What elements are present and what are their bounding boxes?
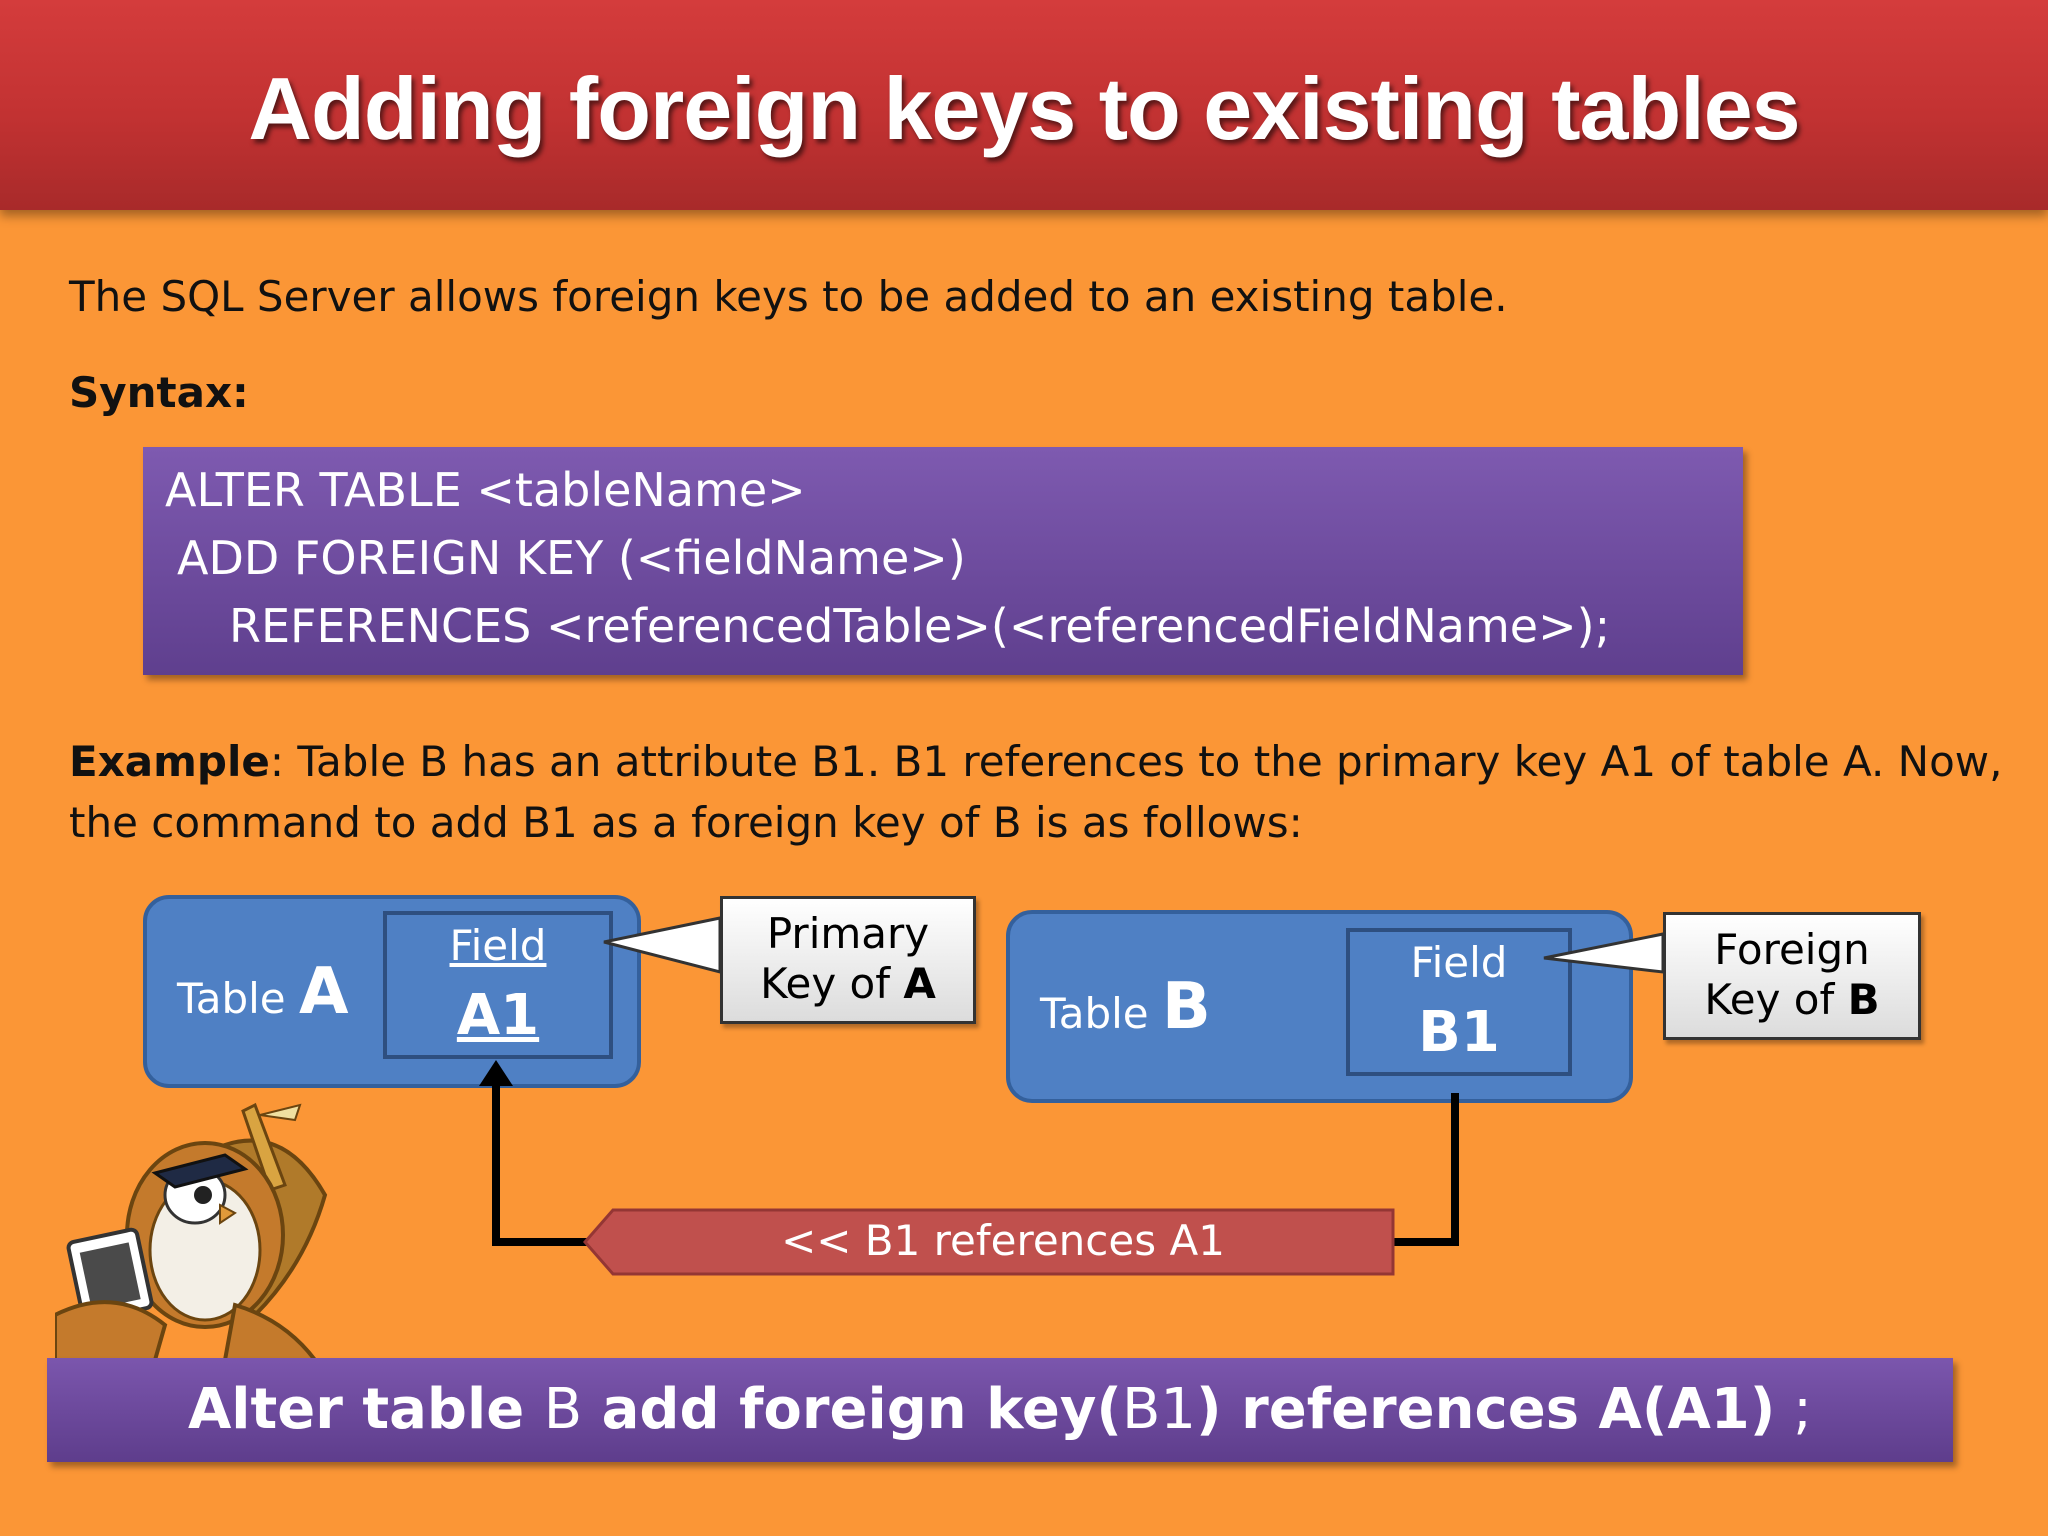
example-text-1: : Table B has an attribute B1. B1 refere…: [269, 737, 2003, 786]
command-part-1: Alter table: [187, 1377, 544, 1442]
title-bar: Adding foreign keys to existing tables: [0, 0, 2048, 210]
code-line-3: REFERENCES <referencedTable>(<referenced…: [229, 599, 1611, 653]
command-part-6: ;: [1775, 1377, 1813, 1442]
table-a-field-label: Field: [449, 921, 547, 970]
callout-b-bold: B: [1847, 975, 1880, 1024]
callout-foreign-key: Foreign Key of B: [1663, 912, 1921, 1040]
callout-a-line-2: Key of A: [723, 959, 973, 1009]
arrowhead-to-a1: [479, 1060, 513, 1086]
table-a-prefix: Table: [177, 974, 299, 1023]
slide-title: Adding foreign keys to existing tables: [248, 59, 1800, 158]
syntax-label: Syntax:: [69, 368, 249, 417]
command-bar: Alter table B add foreign key(B1) refere…: [47, 1358, 1953, 1462]
table-b-box: Table B Field B1: [1006, 910, 1633, 1103]
connector-to-a1: [492, 1078, 620, 1246]
example-line-1: Example: Table B has an attribute B1. B1…: [69, 737, 2002, 786]
syntax-code-box: ALTER TABLE <tableName> ADD FOREIGN KEY …: [143, 447, 1743, 675]
example-label: Example: [69, 737, 270, 786]
callout-primary-key: Primary Key of A: [720, 896, 976, 1024]
code-line-1: ALTER TABLE <tableName>: [165, 463, 806, 517]
command-part-3: add foreign key(: [582, 1377, 1122, 1442]
callout-a-pointer: [603, 916, 722, 974]
callout-a-prefix: Key of: [760, 959, 904, 1008]
table-b-field-value: B1: [1418, 1000, 1500, 1065]
table-b-label: Table B: [1040, 970, 1211, 1044]
callout-a-line-1: Primary: [766, 909, 930, 958]
callout-b-pointer: [1543, 932, 1665, 974]
table-b-name: B: [1161, 970, 1211, 1044]
command-part-4: B1: [1121, 1377, 1197, 1442]
owl-mascot-icon: [55, 1102, 328, 1360]
table-b-field: Field B1: [1346, 928, 1572, 1076]
callout-a-bold: A: [903, 959, 936, 1008]
intro-text: The SQL Server allows foreign keys to be…: [69, 272, 1508, 321]
callout-b-line-2: Key of B: [1666, 975, 1918, 1025]
table-a-label: Table A: [177, 955, 349, 1029]
example-line-2: the command to add B1 as a foreign key o…: [69, 798, 1303, 847]
callout-b-line-1: Foreign: [1714, 925, 1870, 974]
code-line-2: ADD FOREIGN KEY (<fieldName>): [177, 531, 966, 585]
table-a-field-value: A1: [456, 983, 540, 1048]
table-b-field-label: Field: [1410, 938, 1508, 987]
arrow-label: << B1 references A1: [781, 1216, 1225, 1265]
command-part-5: ) references A(A1): [1196, 1377, 1776, 1442]
command-part-2: B: [543, 1377, 583, 1442]
arrow-banner: [583, 1208, 1395, 1276]
connector-from-b1: [1380, 1093, 1459, 1246]
table-a-name: A: [298, 955, 349, 1029]
callout-b-prefix: Key of: [1704, 975, 1848, 1024]
table-a-box: Table A Field A1: [143, 895, 641, 1088]
table-a-field: Field A1: [383, 911, 613, 1059]
table-b-prefix: Table: [1040, 989, 1162, 1038]
